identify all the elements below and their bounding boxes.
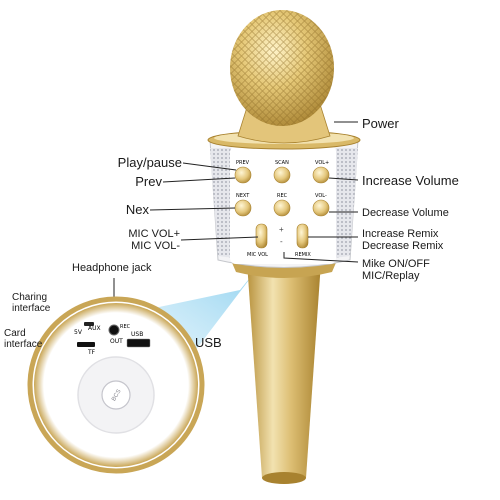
mic-vol-slider[interactable] (255, 223, 268, 249)
prev-button[interactable] (234, 166, 252, 184)
scan-button[interactable] (273, 166, 291, 184)
port-aux-label: AUX (88, 325, 101, 332)
remix-label: REMIX (295, 252, 311, 258)
decrease-volume-label: Decrease Volume (362, 207, 449, 219)
control-buttons (234, 166, 330, 249)
vol-plus-button[interactable] (312, 166, 330, 184)
speaker-grille-left (210, 148, 234, 258)
tf-card-slot[interactable] (77, 342, 95, 347)
remix-slider[interactable] (296, 223, 309, 249)
mike-on-off-label: Mike ON/OFF (362, 258, 430, 270)
decrease-remix-label: Decrease Remix (362, 240, 444, 252)
vol-plus-button-label: VOL+ (315, 160, 329, 166)
next-button[interactable] (234, 199, 252, 217)
card-interface-line2: interface (4, 339, 43, 350)
increase-volume-label: Increase Volume (362, 173, 459, 188)
port-usb-label: USB (131, 331, 143, 338)
microphone-handle (247, 262, 321, 484)
usb-label: USB (195, 335, 222, 350)
mic-vol-plus-label: MIC VOL+ (128, 228, 180, 240)
power-label: Power (362, 116, 399, 131)
next-button-label: NEXT (236, 193, 250, 199)
usb-charging-port[interactable] (84, 322, 94, 326)
port-5v-label: 5V (74, 329, 83, 336)
prev-button-label: PREV (236, 160, 250, 166)
usb-port[interactable] (126, 338, 151, 348)
plus-label: + (279, 225, 284, 234)
mic-replay-label: MIC/Replay (362, 270, 420, 282)
speaker-grille-right (334, 148, 358, 258)
play-pause-label: Play/pause (117, 155, 182, 170)
headphone-jack-label: Headphone jack (72, 262, 152, 274)
prev-label: Prev (135, 174, 162, 189)
charing-interface-line1: Charing (12, 292, 48, 303)
nex-label: Nex (125, 202, 149, 217)
port-tf-label: TF (87, 349, 96, 356)
vol-minus-button[interactable] (312, 199, 330, 217)
mic-vol-label: MIC VOL (247, 252, 268, 258)
rec-button[interactable] (273, 199, 291, 217)
brand-logo-disk (101, 380, 131, 410)
minus-label: - (280, 237, 283, 246)
handle-bottom (262, 472, 306, 484)
headphone-jack-port[interactable] (108, 324, 120, 336)
increase-remix-label: Increase Remix (362, 228, 439, 240)
vol-minus-button-label: VOL- (315, 193, 327, 199)
mic-vol-minus-label: MIC VOL- (131, 240, 180, 252)
scan-button-label: SCAN (275, 160, 289, 166)
brand-logo: BCS (111, 389, 122, 403)
rec-button-label: REC (277, 193, 288, 199)
port-out-label: OUT (110, 338, 123, 345)
charing-interface-line2: interface (12, 303, 51, 314)
bottom-inset: BCS AUX 5V TF OUT REC USB (27, 296, 205, 474)
port-rec-label: REC (120, 324, 131, 330)
panel-labels: PREV SCAN VOL+ NEXT REC VOL- + - MIC VOL… (236, 160, 329, 258)
card-interface-line1: Card (4, 328, 26, 339)
